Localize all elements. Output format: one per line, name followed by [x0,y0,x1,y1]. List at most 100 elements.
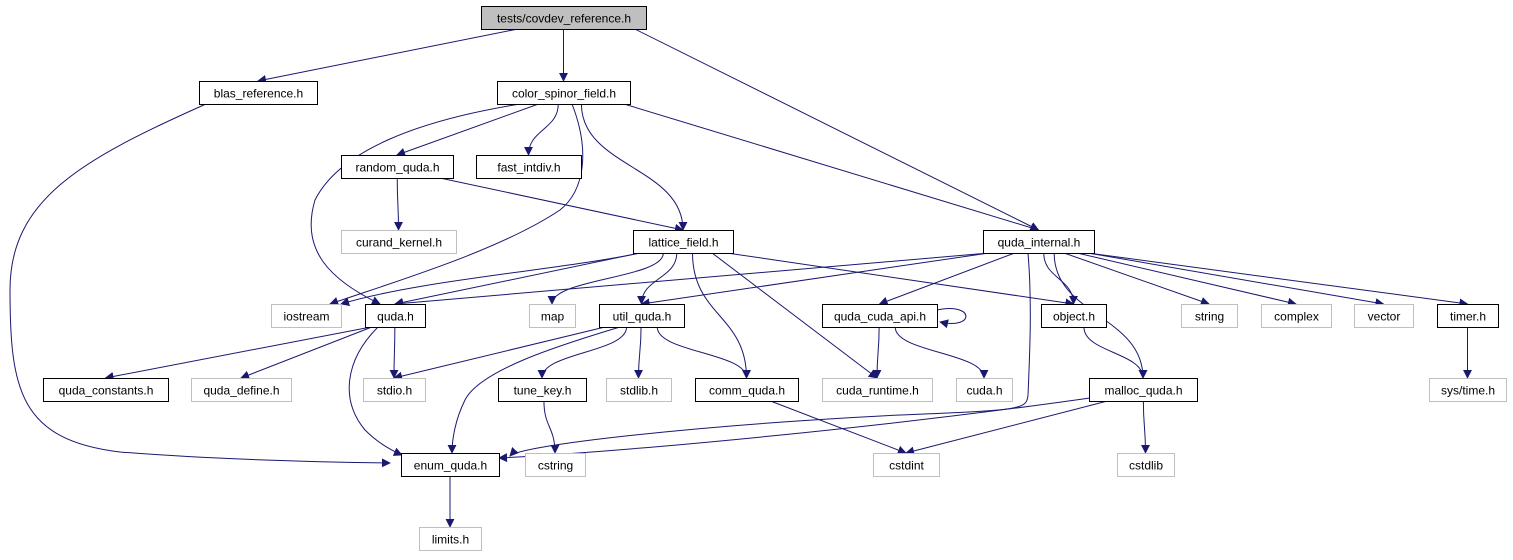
node-malloc[interactable]: malloc_quda.h [1089,378,1198,402]
node-timer[interactable]: timer.h [1437,304,1499,328]
node-box[interactable] [983,230,1095,254]
node-box[interactable] [497,81,631,105]
edge-csf-to-qinternal [623,103,1040,232]
node-map: map [529,304,576,328]
node-qconst[interactable]: quda_constants.h [43,378,169,402]
node-label[interactable]: quda.h [377,310,414,324]
edge-util-to-stdio [393,326,606,381]
edge-lattice-to-quda [394,252,640,307]
node-label[interactable]: quda_internal.h [998,236,1081,250]
edge-arrow [1077,252,1297,307]
node-box[interactable] [822,304,938,328]
node-box[interactable] [199,81,318,105]
edge-tunekey-to-cstring [543,400,560,454]
node-box[interactable] [401,453,500,477]
node-box[interactable] [599,304,685,328]
edge-arrow [393,326,606,381]
node-box[interactable] [365,304,426,328]
edge-arrow [894,326,989,379]
edge-arrow [637,252,678,305]
edge-arrow [394,252,990,308]
node-box[interactable] [341,155,454,179]
node-qinternal[interactable]: quda_internal.h [983,230,1095,254]
edge-arrow [634,326,644,379]
edge-comm-to-cstdint [770,400,907,455]
node-label[interactable]: tune_key.h [514,384,572,398]
edge-malloc-to-cstdlib [1140,400,1150,454]
edge-covdev-to-blas [257,28,518,84]
node-random[interactable]: random_quda.h [341,155,454,179]
node-tunekey[interactable]: tune_key.h [498,378,587,402]
node-fastint[interactable]: fast_intdiv.h [476,155,582,179]
node-object[interactable]: object.h [1041,304,1107,328]
node-label[interactable]: enum_quda.h [414,459,487,473]
edge-lattice-to-iostream [340,252,641,306]
node-limits: limits.h [419,527,482,551]
node-label: stdio.h [377,384,412,398]
node-csf[interactable]: color_spinor_field.h [497,81,631,105]
edge-arrow [543,400,560,454]
node-box[interactable] [481,6,647,30]
node-label[interactable]: quda_cuda_api.h [834,310,926,324]
node-box[interactable] [695,378,799,402]
node-enum[interactable]: enum_quda.h [401,453,500,477]
edge-csf-to-random [396,103,539,157]
edge-csf-to-quda [310,103,521,305]
edge-util-to-stdlib [634,326,644,379]
node-box [956,378,1013,402]
node-box [1181,304,1238,328]
node-label: cstring [538,459,573,473]
edge-cudaapi-to-cudaapi [936,308,967,329]
edge-qinternal-to-string [1063,252,1210,306]
edge-arrow [9,103,391,468]
node-label[interactable]: tests/covdev_reference.h [497,12,631,26]
edge-arrow [1083,326,1148,379]
node-curand: curand_kernel.h [341,230,457,254]
node-label: sys/time.h [1441,384,1495,398]
node-label: complex [1274,310,1319,324]
node-box[interactable] [1041,304,1107,328]
node-box[interactable] [476,155,582,179]
node-label[interactable]: blas_reference.h [214,87,303,101]
edge-cudaapi-to-cudart [872,326,882,379]
node-cstring: cstring [525,453,586,477]
edge-arrow [240,326,373,380]
node-box[interactable] [1089,378,1198,402]
node-box [1261,304,1332,328]
node-comm[interactable]: comm_quda.h [695,378,799,402]
node-blas[interactable]: blas_reference.h [199,81,318,105]
edge-arrow [447,326,621,454]
node-label[interactable]: random_quda.h [355,161,439,175]
node-box [606,378,672,402]
node-label[interactable]: timer.h [1450,310,1486,324]
edge-csf-to-lattice [580,103,688,231]
node-label[interactable]: util_quda.h [613,310,672,324]
edge-quda-to-stdio [389,326,399,379]
node-label[interactable]: malloc_quda.h [1104,384,1182,398]
node-label[interactable]: object.h [1053,310,1095,324]
node-lattice[interactable]: lattice_field.h [633,230,734,254]
edge-util-to-tunekey [537,326,628,379]
edge-lattice-to-comm [692,252,751,379]
node-box[interactable] [43,378,169,402]
node-label[interactable]: fast_intdiv.h [497,161,560,175]
node-label[interactable]: lattice_field.h [648,236,718,250]
edge-arrow [770,400,907,455]
node-cudaapi[interactable]: quda_cuda_api.h [822,304,938,328]
node-cstdlib: cstdlib [1117,453,1175,477]
node-util[interactable]: util_quda.h [599,304,685,328]
node-covdev[interactable]: tests/covdev_reference.h [481,6,647,30]
edge-random-to-curand [393,177,403,231]
node-label[interactable]: color_spinor_field.h [512,87,616,101]
node-box[interactable] [498,378,587,402]
edge-arrow [310,103,521,305]
node-complex: complex [1261,304,1332,328]
node-box[interactable] [1437,304,1499,328]
edge-blas-to-enum [9,103,391,468]
node-label[interactable]: quda_constants.h [59,384,154,398]
edge-qinternal-to-enum [509,252,1031,457]
node-box[interactable] [633,230,734,254]
node-layer: tests/covdev_reference.h blas_reference.h… [43,6,1507,551]
node-quda[interactable]: quda.h [365,304,426,328]
node-label[interactable]: comm_quda.h [709,384,785,398]
